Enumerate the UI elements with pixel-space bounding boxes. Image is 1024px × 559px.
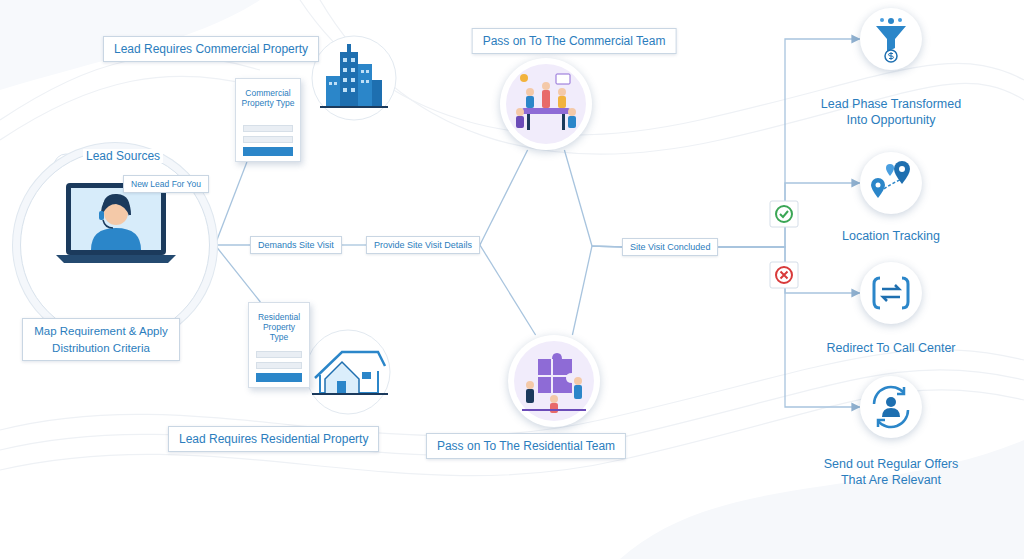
connector	[480, 245, 536, 335]
step-box: Demands Site Visit	[250, 236, 342, 254]
team-circle: Pass on To The Residential Team	[508, 335, 600, 427]
label-box: Lead Requires Commercial Property	[103, 36, 319, 62]
connector	[718, 39, 860, 247]
connector	[718, 183, 860, 247]
form-field	[243, 125, 293, 132]
location-icon	[860, 152, 922, 214]
form-card: Commercial Property Type	[235, 78, 301, 162]
node-label: Commercial Property Type	[240, 88, 296, 108]
label-box: Lead Requires Residential Property	[168, 426, 379, 452]
node-label: Pass on To The Residential Team	[426, 433, 626, 459]
funnel-icon	[860, 8, 922, 70]
node-label: Residential Property Type	[253, 312, 305, 343]
team-illustration	[500, 58, 592, 150]
outcome-circle: Send out Regular Offers That Are Relevan…	[860, 376, 922, 438]
swoosh-lines	[0, 0, 1024, 476]
team-circle: Pass on To The Commercial Team	[500, 58, 592, 150]
outcome-circle: Location Tracking	[860, 152, 922, 214]
node-label: Lead Requires Residential Property	[179, 432, 368, 446]
node-label: Pass on To The Commercial Team	[472, 28, 677, 54]
connector	[342, 244, 366, 245]
swoosh-fill	[620, 440, 1024, 559]
node-label: Lead Sources	[83, 149, 163, 163]
node-label: Location Tracking	[811, 228, 971, 244]
outcome-circle: Redirect To Call Center	[860, 262, 922, 324]
cross-badge	[770, 262, 798, 288]
form-button	[243, 147, 293, 156]
connector	[480, 150, 528, 245]
node-label: Lead Requires Commercial Property	[114, 42, 308, 56]
house-icon	[306, 330, 390, 414]
puzzle-team-illustration	[508, 335, 600, 427]
node-label: Site Visit Concluded	[630, 242, 710, 252]
form-field	[243, 136, 293, 143]
check-badge	[770, 201, 798, 227]
form-fields	[236, 121, 300, 161]
process-box: Map Requirement & Apply Distribution Cri…	[22, 318, 180, 361]
connector	[718, 247, 860, 407]
connector	[718, 247, 860, 293]
step-box: Provide Site Visit Details	[366, 236, 480, 254]
form-card: Residential Property Type	[248, 302, 310, 388]
form-fields	[249, 347, 309, 387]
node-label: Demands Site Visit	[258, 240, 334, 250]
connector	[210, 162, 247, 245]
node-label: Provide Site Visit Details	[374, 240, 472, 250]
outcome-circle: Lead Phase Transformed Into Opportunity	[860, 8, 922, 70]
building-icon	[312, 36, 396, 120]
form-field	[256, 362, 302, 369]
connector	[564, 150, 622, 247]
lead-source-circle: Lead SourcesNew Lead For You	[20, 150, 210, 340]
offers-icon	[860, 376, 922, 438]
node-label: Map Requirement & Apply Distribution Cri…	[29, 323, 173, 356]
node-label: Send out Regular Offers That Are Relevan…	[811, 456, 971, 489]
form-button	[256, 373, 302, 382]
connector	[572, 246, 622, 335]
notification-tag: New Lead For You	[123, 175, 209, 193]
redirect-icon	[860, 262, 922, 324]
node-label: Redirect To Call Center	[811, 340, 971, 356]
node-label: Lead Phase Transformed Into Opportunity	[811, 96, 971, 129]
node-label: New Lead For You	[131, 179, 201, 189]
step-box: Site Visit Concluded	[622, 238, 718, 256]
form-field	[256, 351, 302, 358]
